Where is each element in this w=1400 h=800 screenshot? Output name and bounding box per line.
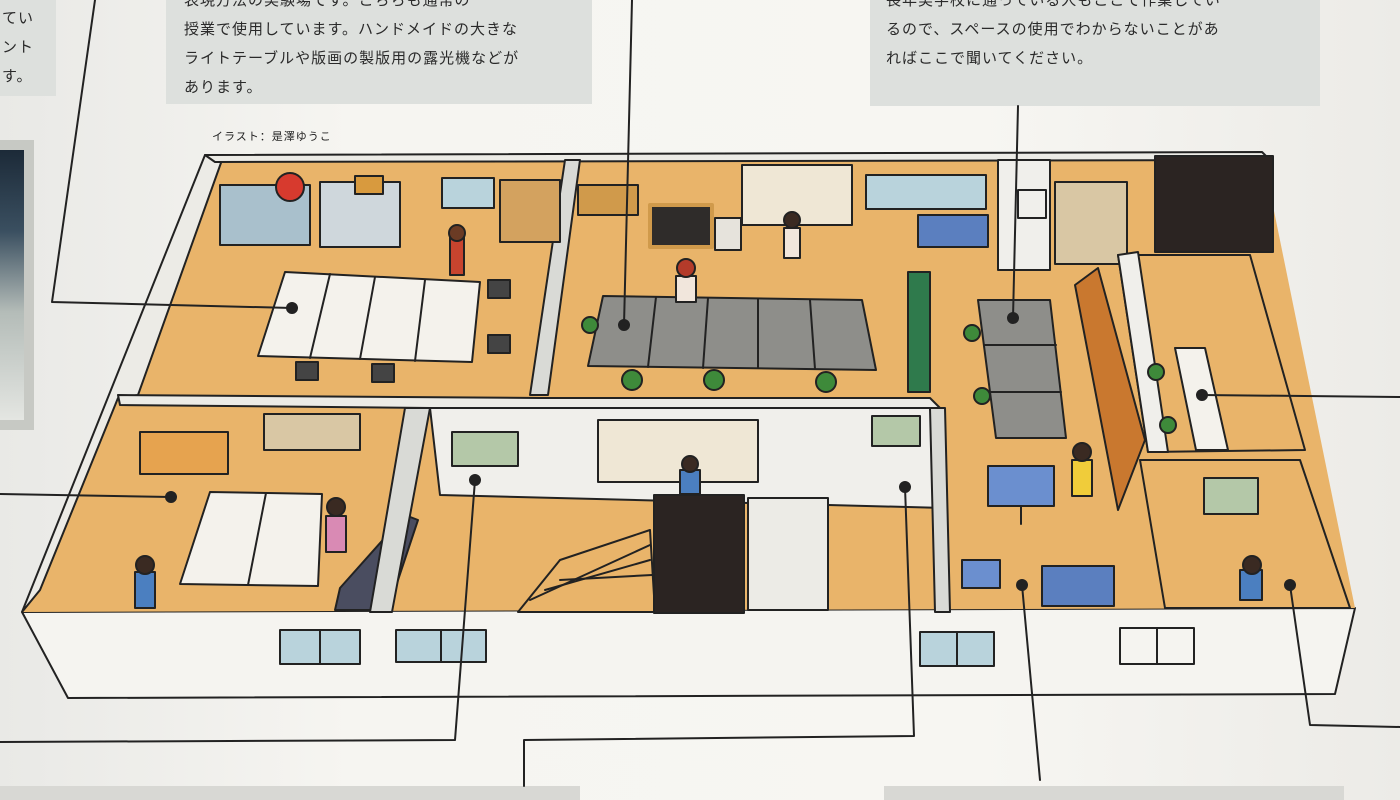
stool [621,369,643,391]
callout-experiment-room: 表現方法の実験場です。こちらも通常の 授業で使用しています。ハンドメイドの大きな… [166,0,592,104]
leader-line-room3 [1012,105,1019,319]
room2-print-table [587,295,877,371]
room4-person-2 [325,515,347,553]
right-room-partition [1117,251,1169,453]
stool [1147,363,1165,381]
lower-right-monitor [987,465,1055,507]
room3-shelf [1054,181,1128,265]
room2-cart [714,217,742,251]
room5-shelving [597,419,759,483]
room5-side-room [747,497,829,611]
callout-left-line: てい [2,9,35,27]
dark-doorway [653,494,745,614]
illustration-credit: イラスト：是澤ゆうこ [212,130,332,143]
leader-line-room4 [0,493,172,498]
stool [963,324,981,342]
lower-right-person-2-head [1242,555,1262,575]
callout-right-line: るので、スペースの使用でわからないことがあ [886,20,1220,38]
room4-person-head [135,555,155,575]
leader-line-right-room [1201,394,1400,398]
room2-blue-panel [917,214,989,248]
room4-boxes [139,431,229,475]
room1-chair [487,279,511,299]
room5-person-head [681,455,699,473]
leader-line-room5-right [523,486,915,787]
callout-shared-workspace: 長年美学校に通っている人もここで作業してい るので、スペースの使用でわからないこ… [870,0,1320,106]
lower-right-window [1203,477,1259,515]
back-wall [204,151,1271,163]
room1-window [441,177,495,209]
room3-clock-wall [1017,189,1047,219]
stool [703,369,725,391]
room4-person-2-head [326,497,346,517]
room4-person [134,571,156,609]
lower-right-room [1139,459,1351,609]
callout-mid-line: あります。 [184,78,263,96]
callout-left-fragment: てい ント す。 [0,0,56,96]
callout-right-line: 長年美学校に通っている人もここで作業してい [886,0,1221,9]
room1-box [354,175,384,195]
lower-right-blue-panel [961,559,1001,589]
room1-door [499,179,561,243]
room1-chair [295,361,319,381]
room4-table [179,491,323,587]
lower-right-person-head [1072,442,1092,462]
room1-red-sign-icon [275,172,305,202]
room5-window-2 [871,415,921,447]
stool [1159,416,1177,434]
room5-window [451,431,519,467]
callout-right-line: ればここで聞いてください。 [886,49,1094,67]
callout-mid-line: 授業で使用しています。ハンドメイドの大きな [184,20,519,38]
room2-person [783,227,801,259]
callout-mid-line: 表現方法の実験場です。こちらも通常の [184,0,471,9]
room4-shelf [263,413,361,451]
room2-shelf [577,184,639,216]
leader-line-room2 [623,0,633,326]
bottom-photo-edge-left [0,786,580,800]
room2-window [865,174,987,210]
wall-room4-room5 [369,407,431,613]
stool [973,387,991,405]
leader-line-room1 [51,0,293,309]
callout-left-line: ント [2,38,35,56]
room2-green-board [907,271,931,393]
room3-bookshelf-wall [1074,267,1146,511]
room2-person-seated [675,275,697,303]
wall-room1-room2 [529,159,581,396]
room1-chair [371,363,395,383]
callout-mid-line: ライトテーブルや版画の製版用の露光機などが [184,49,520,67]
staircase [517,529,656,613]
lower-right-person [1071,459,1093,497]
leader-line-lower-right [1021,584,1041,781]
lower-right-blue-panel-2 [1041,565,1115,607]
callout-left-line: す。 [2,67,33,85]
leader-line-lower-right-room [1289,584,1400,728]
room5-right-wall [929,407,951,613]
room2-person-head [783,211,801,229]
room1-light-table [257,271,481,363]
stool [581,316,599,334]
room3-dark-room [1154,155,1274,253]
stool [815,371,837,393]
room2-person-seated-head [676,258,696,278]
room1-chair [487,334,511,354]
bottom-photo-edge-right [884,786,1344,800]
room1-person-head [448,224,466,242]
room5-person [679,469,701,495]
leader-line-room5-left [0,479,476,743]
photo-thumbnail-edge [0,140,34,430]
room2-blackboard [648,203,714,249]
